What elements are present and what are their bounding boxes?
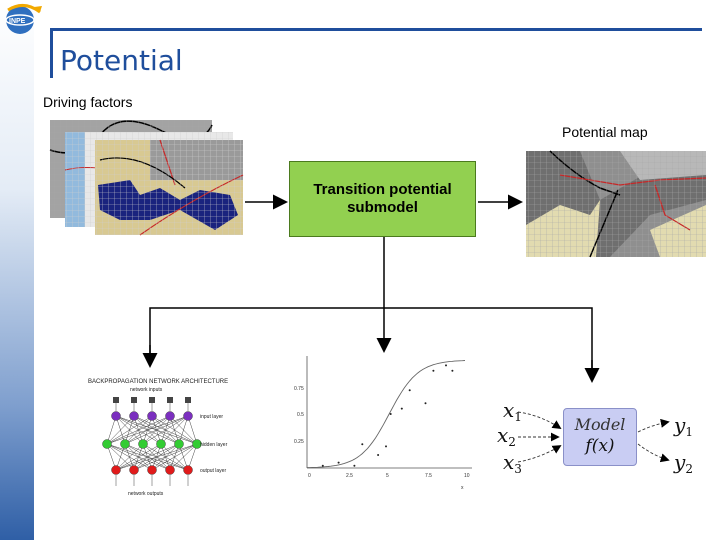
model-function: f(x): [585, 436, 615, 456]
model-input-x3: x3: [503, 450, 522, 476]
nn-node: [192, 439, 202, 449]
driving-factors-label: Driving factors: [43, 94, 133, 110]
plot-point: [361, 443, 364, 446]
plot-point: [353, 464, 356, 467]
nn-hidden-layer-label: hidden layer: [200, 442, 228, 448]
nn-input-square: [167, 397, 173, 403]
plot-x-label: x: [461, 485, 464, 491]
plot-y-tick: 0.75: [294, 386, 304, 392]
driving-factors-maps: [49, 120, 244, 236]
plot-point: [389, 413, 392, 415]
nn-node: [120, 439, 130, 449]
potential-map-image: [526, 150, 707, 258]
sidebar-gradient: [0, 0, 34, 540]
transition-submodel-label: Transition potential submodel: [313, 181, 452, 216]
nn-node: [165, 465, 175, 475]
nn-node: [138, 439, 148, 449]
nn-input-square: [185, 397, 191, 403]
plot-point: [451, 369, 454, 372]
nn-input-square: [149, 397, 155, 403]
driving-map-front: [95, 139, 244, 236]
plot-y-tick: 0.5: [297, 412, 304, 418]
model-output-y1: y1: [674, 413, 693, 439]
model-io-arrows: [517, 411, 670, 463]
logistic-curve-plot: 0.75 0.5 0.25 0 2.5 5 7.5 10 x: [294, 356, 472, 491]
plot-point: [424, 402, 427, 405]
plot-point: [321, 464, 324, 467]
plot-point: [400, 407, 403, 410]
plot-x-tick: 2.5: [346, 473, 353, 479]
flow-arrows: [142, 194, 600, 383]
nn-node: [111, 465, 121, 475]
branch-connector: [149, 307, 593, 378]
plot-y-tick: 0.25: [294, 439, 304, 445]
potential-map-label: Potential map: [562, 124, 648, 140]
nn-node: [147, 411, 157, 421]
svg-text:INPE: INPE: [9, 18, 26, 25]
logistic-curve: [307, 360, 466, 469]
model-input-x2: x2: [497, 423, 516, 449]
nn-title: BACKPROPAGATION NETWORK ARCHITECTURE: [88, 379, 228, 385]
plot-x-tick: 5: [386, 473, 389, 479]
plot-point: [337, 461, 340, 464]
nn-node: [156, 439, 166, 449]
model-function-box: Model f(x): [563, 408, 637, 466]
inpe-logo-icon: INPE: [5, 4, 42, 34]
nn-node: [174, 439, 184, 449]
plot-point: [408, 389, 411, 392]
model-input-x1: x1: [503, 398, 522, 424]
plot-x-tick: 0: [308, 473, 311, 479]
model-output-y2: y2: [674, 450, 693, 476]
nn-output-layer-label: output layer: [200, 468, 226, 474]
plot-point: [385, 445, 387, 448]
nn-input-square: [113, 397, 119, 403]
nn-top-label: network inputs: [130, 387, 163, 393]
nn-bottom-label: network outputs: [128, 491, 164, 497]
nn-node: [111, 411, 121, 421]
neural-network-diagram: BACKPROPAGATION NETWORK ARCHITECTURE net…: [88, 379, 228, 497]
nn-node: [102, 439, 112, 449]
nn-input-square: [131, 397, 137, 403]
title-frame: [50, 28, 702, 78]
nn-node: [147, 465, 157, 475]
nn-node: [165, 411, 175, 421]
plot-point: [377, 454, 380, 456]
plot-point: [445, 364, 447, 367]
nn-node: [183, 465, 193, 475]
plot-x-tick: 10: [464, 473, 470, 479]
nn-node: [129, 411, 139, 421]
model-name: Model: [574, 415, 626, 434]
nn-input-layer-label: input layer: [200, 414, 223, 420]
plot-x-tick: 7.5: [425, 473, 432, 479]
plot-point: [432, 369, 435, 372]
transition-submodel-box: Transition potential submodel: [289, 161, 476, 237]
nn-node: [183, 411, 193, 421]
nn-node: [129, 465, 139, 475]
page-title: Potential: [60, 44, 183, 77]
